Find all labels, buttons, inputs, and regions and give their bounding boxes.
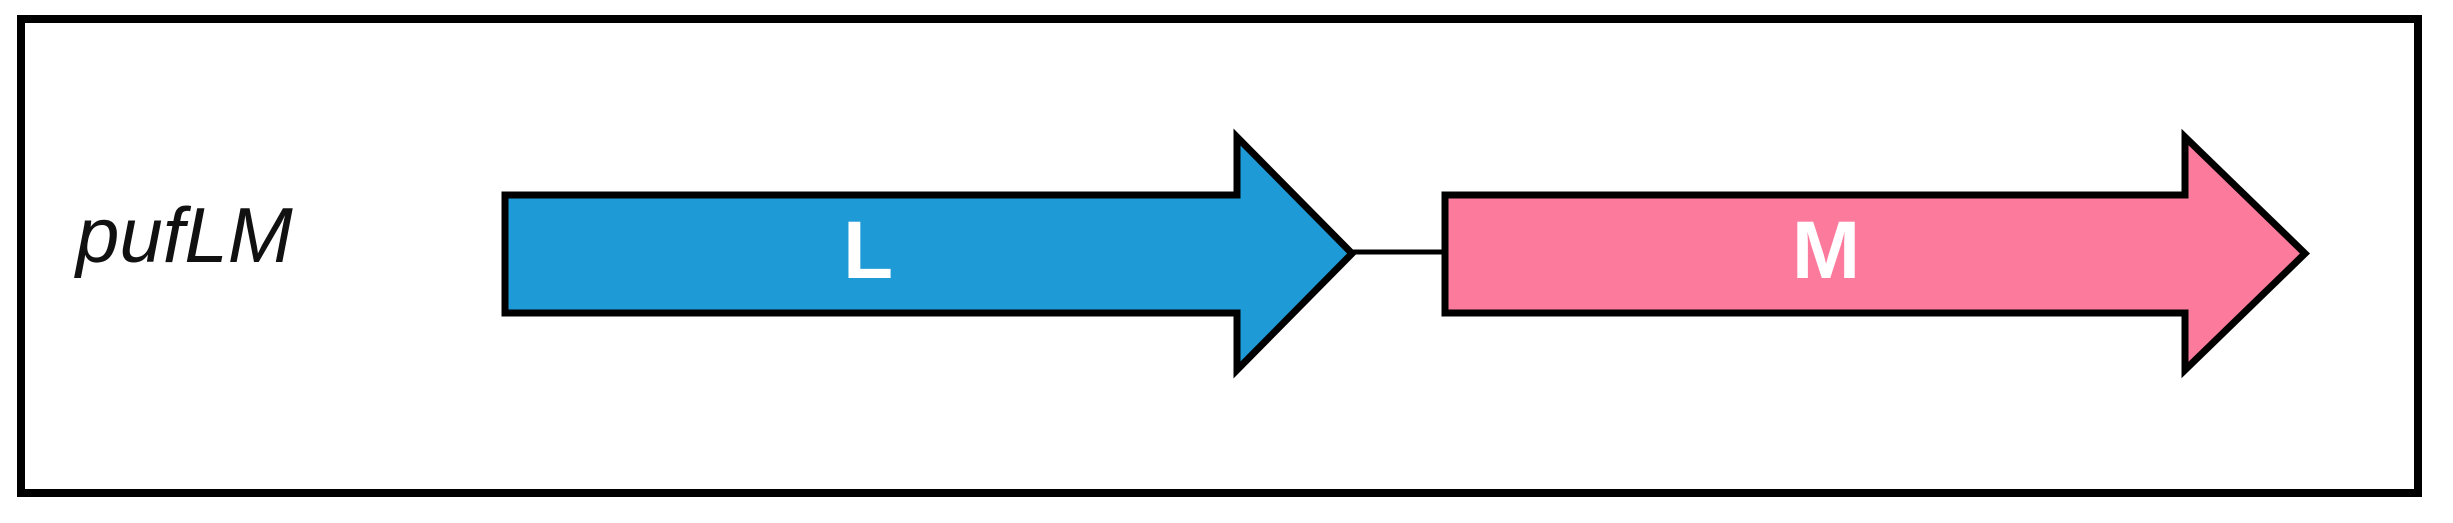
gene-arrow-L[interactable]: L — [501, 128, 1357, 379]
gene-arrow-M-shape[interactable] — [1441, 128, 2311, 379]
gene-arrow-L-shape[interactable] — [501, 128, 1357, 379]
gene-arrow-M-label: M — [1792, 205, 1860, 296]
gene-arrow-L-label: L — [843, 205, 893, 296]
gene-arrow-M[interactable]: M — [1441, 128, 2311, 379]
locus-label: pufLM — [76, 191, 293, 279]
